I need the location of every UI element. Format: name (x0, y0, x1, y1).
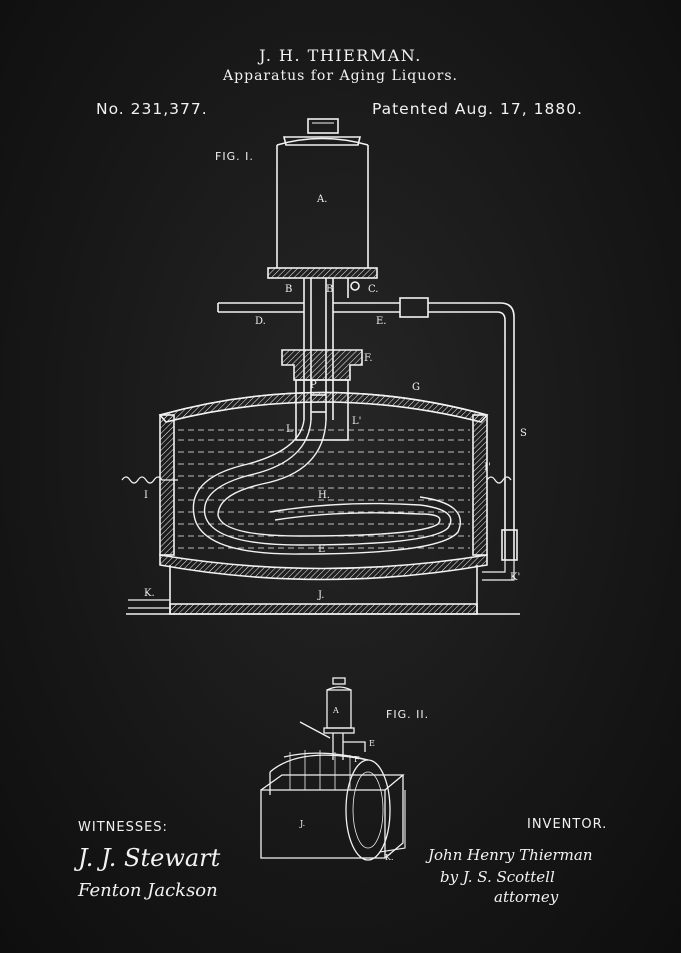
fig2-label-e: E (369, 739, 375, 748)
label-p: P (310, 380, 317, 391)
label-i: I (144, 490, 148, 501)
signatures: J. J. Stewart Fenton Jackson John Henry … (73, 844, 593, 906)
witness-signature-1: J. J. Stewart (73, 844, 221, 872)
fig2-box (260, 774, 405, 859)
label-f: F. (364, 353, 373, 364)
fig2-label-j: J. (299, 819, 305, 828)
side-fittings (121, 476, 512, 484)
attorney-signature: by J. S. Scottell (440, 868, 555, 886)
fig2-drawing (260, 677, 406, 861)
attorney-title: attorney (494, 888, 559, 906)
fig2-label-k: K. (385, 853, 394, 862)
label-l: L (286, 424, 293, 435)
inventor-label: INVENTOR. (527, 817, 608, 832)
label-a: A. (316, 194, 327, 205)
vessel-g (158, 391, 489, 581)
patent-subtitle: Apparatus for Aging Liquors. (223, 68, 458, 84)
fig2-label-f: F (354, 755, 360, 764)
witnesses-label: WITNESSES: (78, 820, 168, 835)
reservoir-a (267, 118, 378, 279)
witness-signature-2: Fenton Jackson (77, 880, 218, 901)
fig2-reservoir (299, 677, 366, 760)
label-i1: I' (484, 462, 491, 473)
label-l1: L' (352, 416, 361, 427)
label-e: E. (376, 316, 386, 327)
fig1-label: FIG. I. (215, 150, 254, 163)
fig2-label: FIG. II. (386, 708, 430, 721)
label-h: H. (318, 490, 330, 501)
label-e2: E (318, 544, 325, 555)
fig2-label-a: A (332, 706, 339, 715)
label-b: B (285, 284, 292, 295)
fig1-drawing (121, 118, 520, 615)
patent-title: J. H. THIERMAN. (259, 46, 422, 65)
coil-h (192, 419, 461, 555)
label-g: G (412, 382, 420, 393)
fig2-labels: A E F J. K. (299, 706, 394, 862)
inventor-signature: John Henry Thierman (425, 846, 593, 864)
patent-date: Patented Aug. 17, 1880. (371, 100, 583, 118)
label-c: C. (368, 284, 378, 295)
label-s: S (520, 428, 527, 439)
fig2-barrel (269, 750, 391, 861)
fig1-labels: A. B B C. D. E. F. G P L L' H. E I I' S … (144, 194, 527, 601)
label-k1: K' (510, 572, 520, 583)
base-j (126, 560, 520, 615)
patent-number: No. 231,377. (96, 100, 208, 118)
pipes-d-e (217, 297, 518, 561)
label-d: D. (255, 316, 266, 327)
label-k: K. (144, 588, 155, 599)
label-b2: B (326, 284, 333, 295)
label-j: J. (317, 590, 324, 601)
